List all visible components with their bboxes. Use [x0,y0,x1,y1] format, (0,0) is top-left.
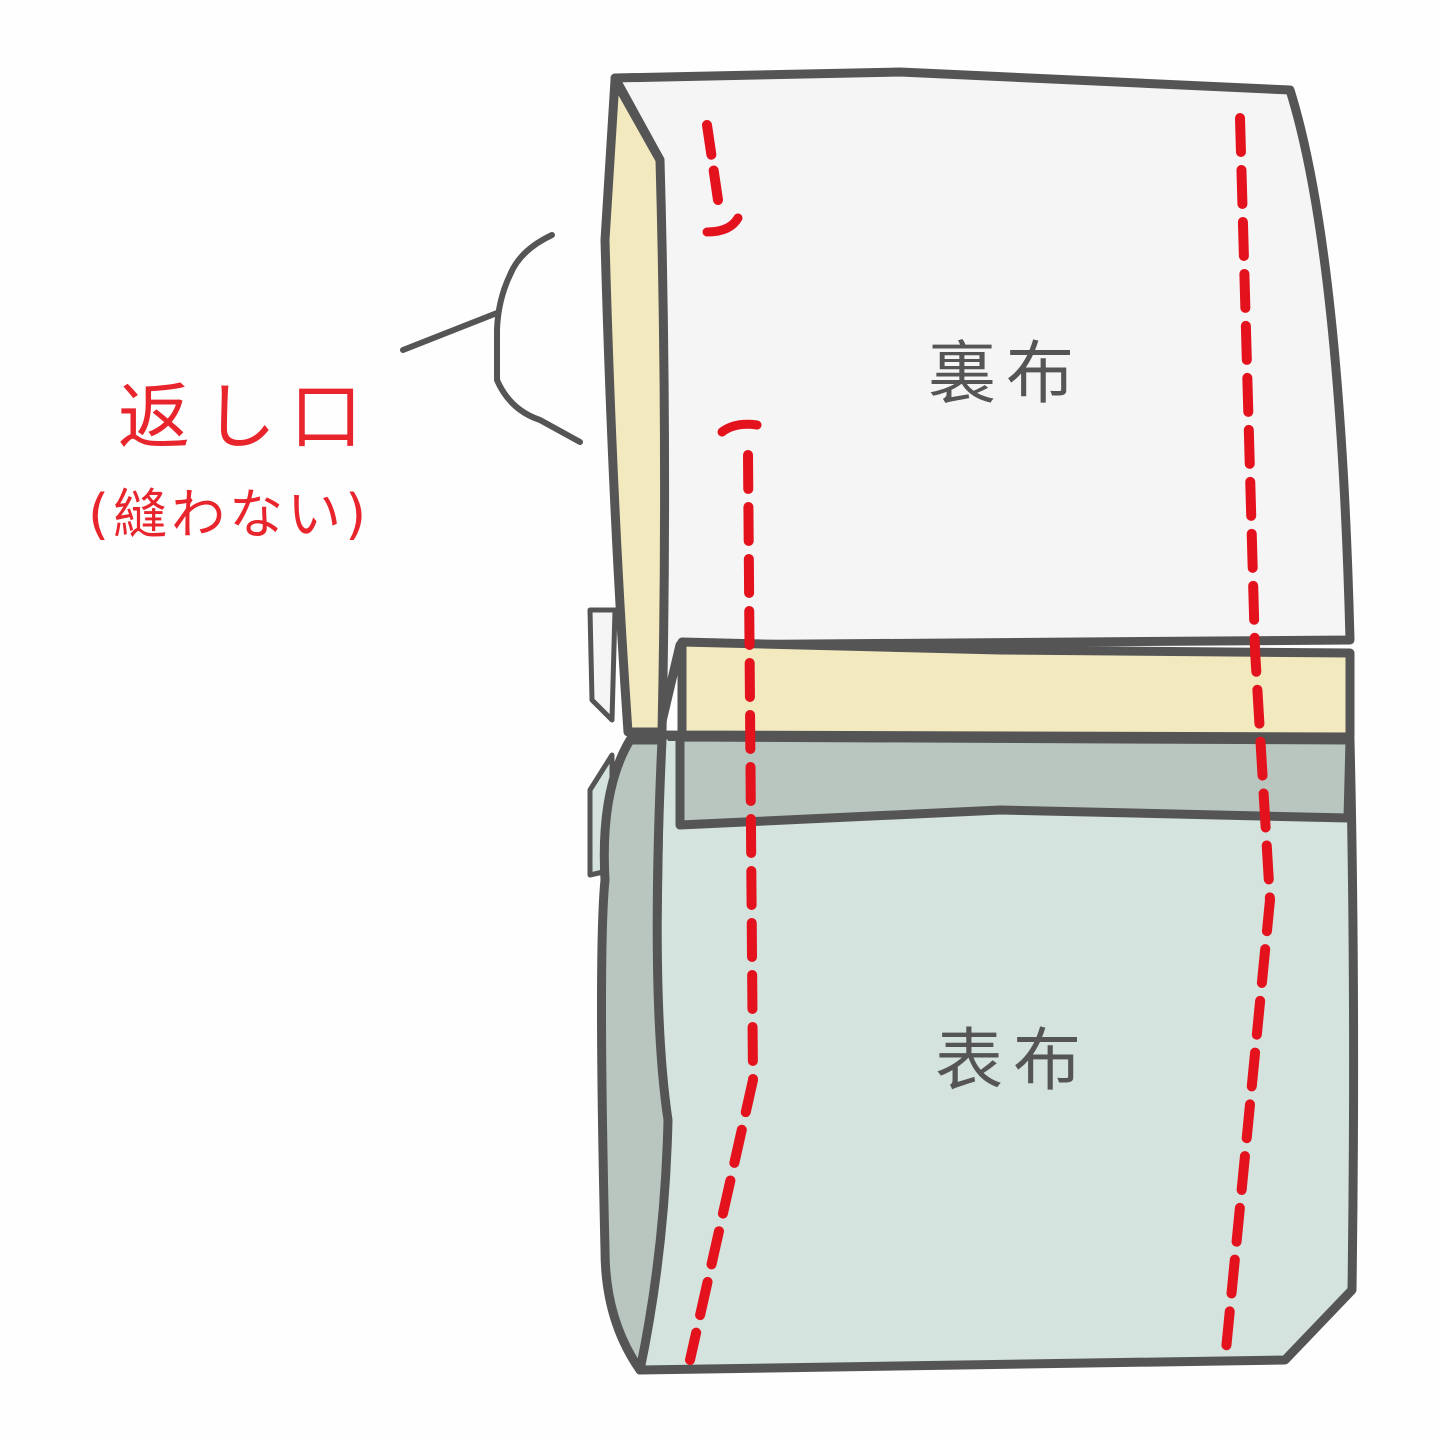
yellow-band [677,637,1355,742]
gray-band [675,732,1355,830]
stitch-right [1220,113,1276,1365]
left-tab-top [587,607,618,723]
opening-pointer-line [400,310,500,353]
stitch-arrow-end [702,213,743,237]
opening-bracket [494,232,583,445]
outer-fabric-label: 表布 [935,1022,1092,1101]
stitch-restart-mark [717,419,762,437]
opening-label: 返し口 [118,375,377,459]
lining-label: 裏布 [928,335,1085,414]
no-sew-label: (縫わない) [88,483,371,546]
stitch-top-left [702,120,723,205]
lining-panel [610,67,1355,735]
outer-side-strip [597,735,673,1375]
stitch-left [685,450,759,1365]
